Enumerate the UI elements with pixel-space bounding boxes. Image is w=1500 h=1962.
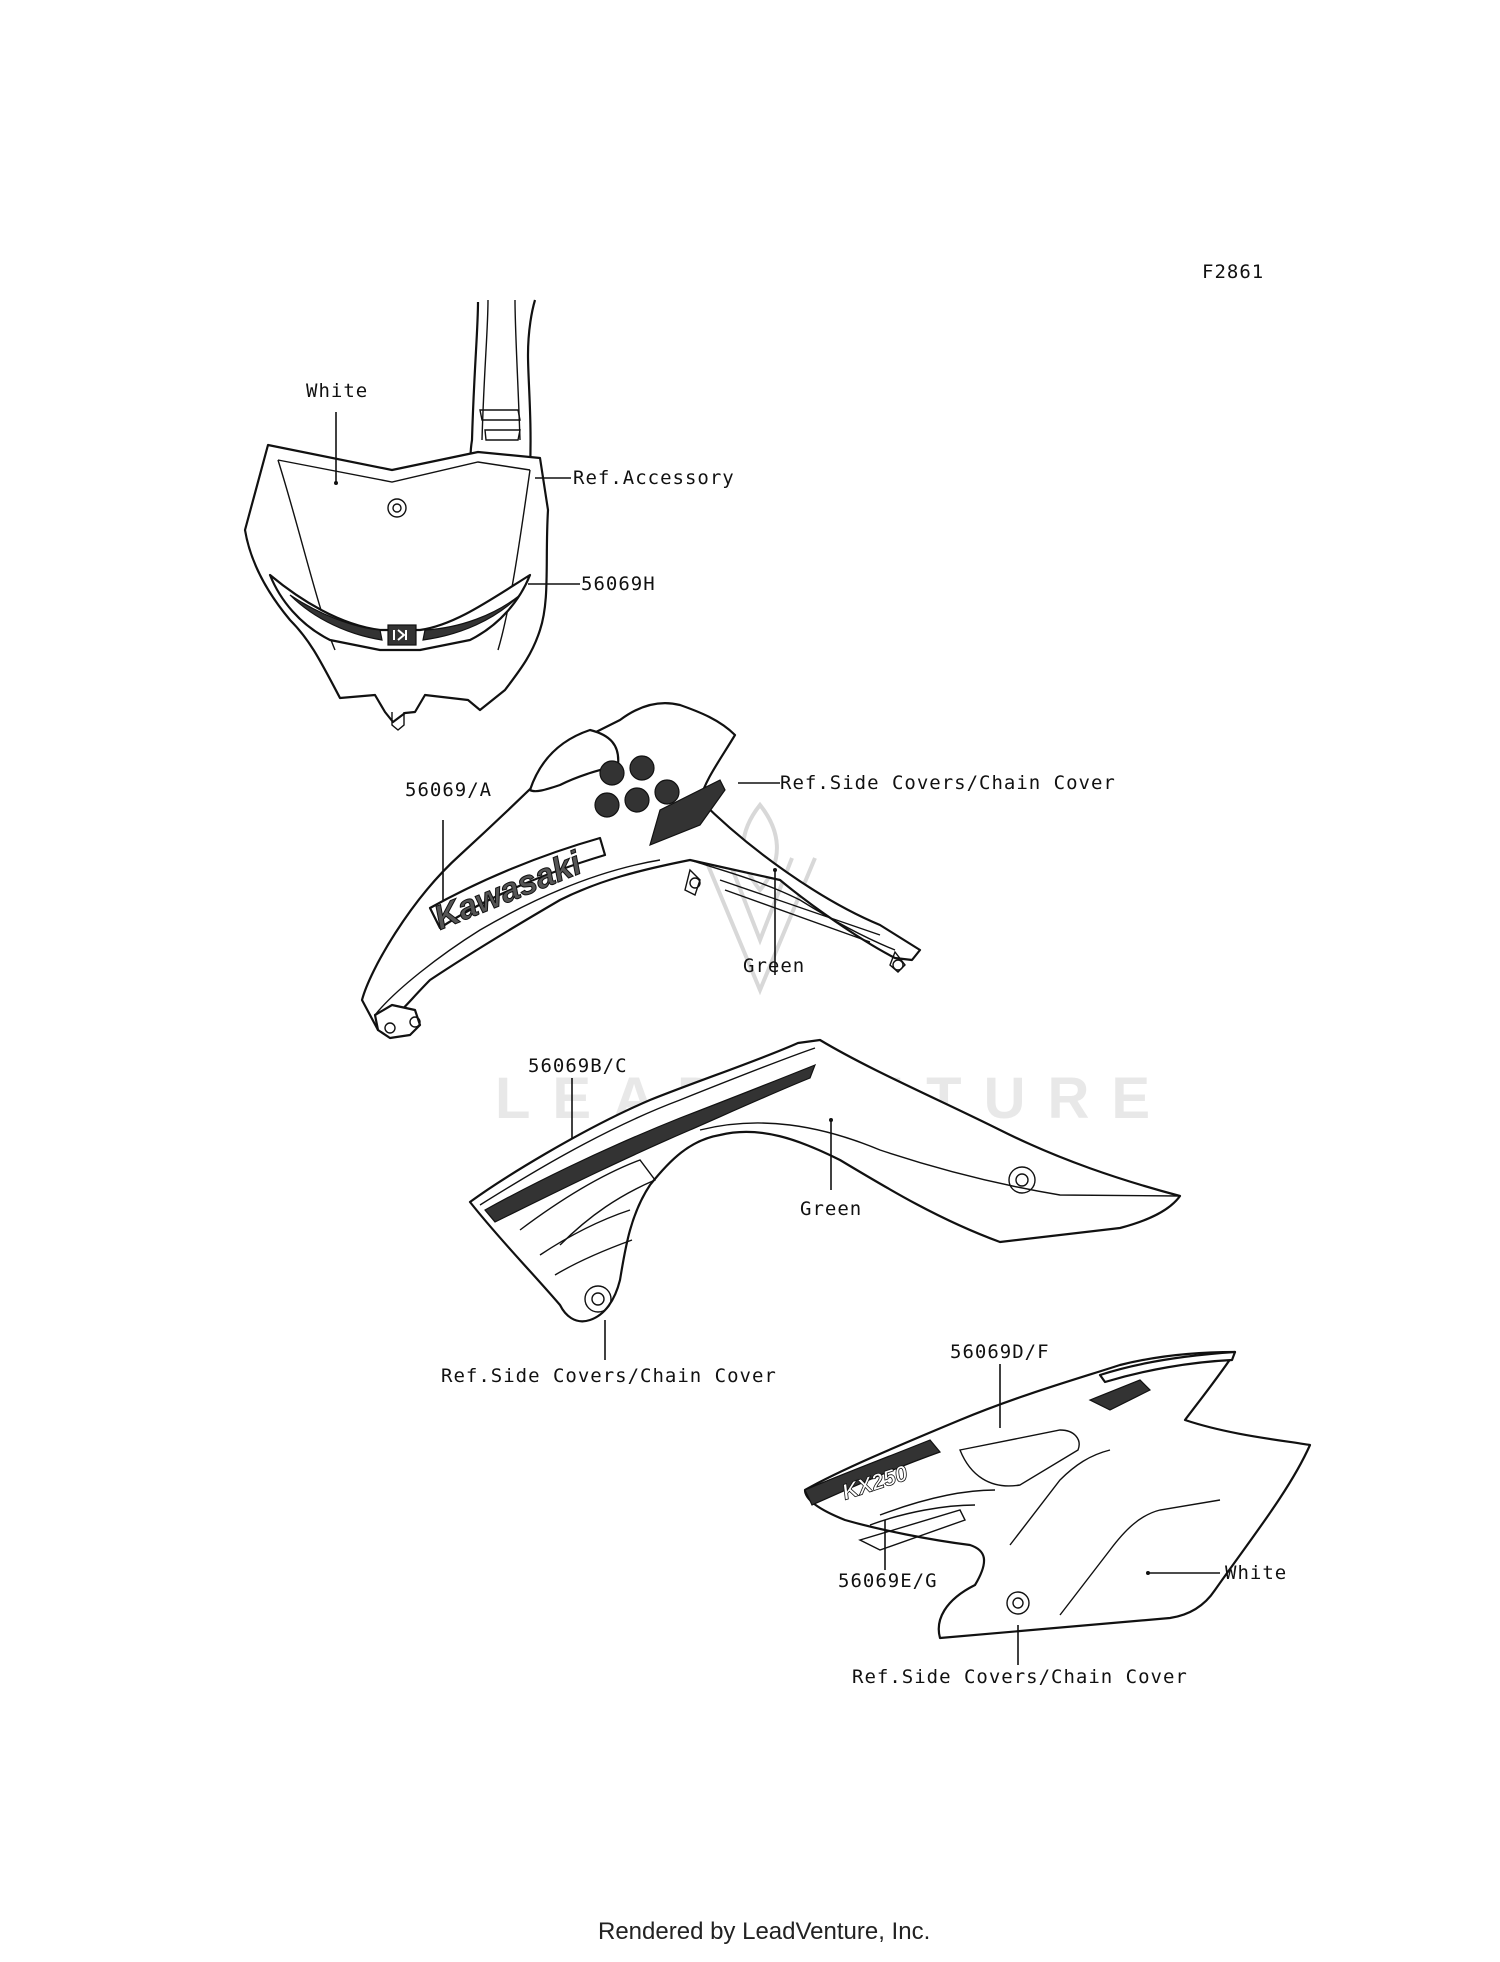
side-cover-part-top-label: 56069D/F	[950, 1341, 1050, 1363]
leader-lines	[334, 412, 1220, 1665]
number-plate-part-label: 56069H	[581, 573, 656, 595]
number-plate	[243, 299, 550, 731]
shroud-color-label: Green	[743, 955, 806, 977]
shroud: Kawasaki	[360, 702, 922, 1040]
number-plate-ref-label: Ref.Accessory	[573, 467, 735, 489]
shroud-ref-label: Ref.Side Covers/Chain Cover	[780, 772, 1116, 794]
side-cover-part-bottom-label: 56069E/G	[838, 1570, 938, 1592]
lower-shroud-part-label: 56069B/C	[528, 1055, 628, 1077]
footer-credit: Rendered by LeadVenture, Inc.	[598, 1918, 931, 1945]
number-plate-color-label: White	[306, 380, 369, 402]
shroud-part-label: 56069/A	[405, 779, 493, 801]
lower-shroud-color-label: Green	[800, 1198, 863, 1220]
side-cover-ref-label: Ref.Side Covers/Chain Cover	[852, 1666, 1188, 1688]
lower-shroud	[468, 1038, 1182, 1323]
side-cover: KX250	[803, 1350, 1312, 1640]
lower-shroud-ref-label: Ref.Side Covers/Chain Cover	[441, 1365, 777, 1387]
figure-id: F2861	[1202, 261, 1265, 283]
side-cover-color-label: White	[1225, 1562, 1288, 1584]
